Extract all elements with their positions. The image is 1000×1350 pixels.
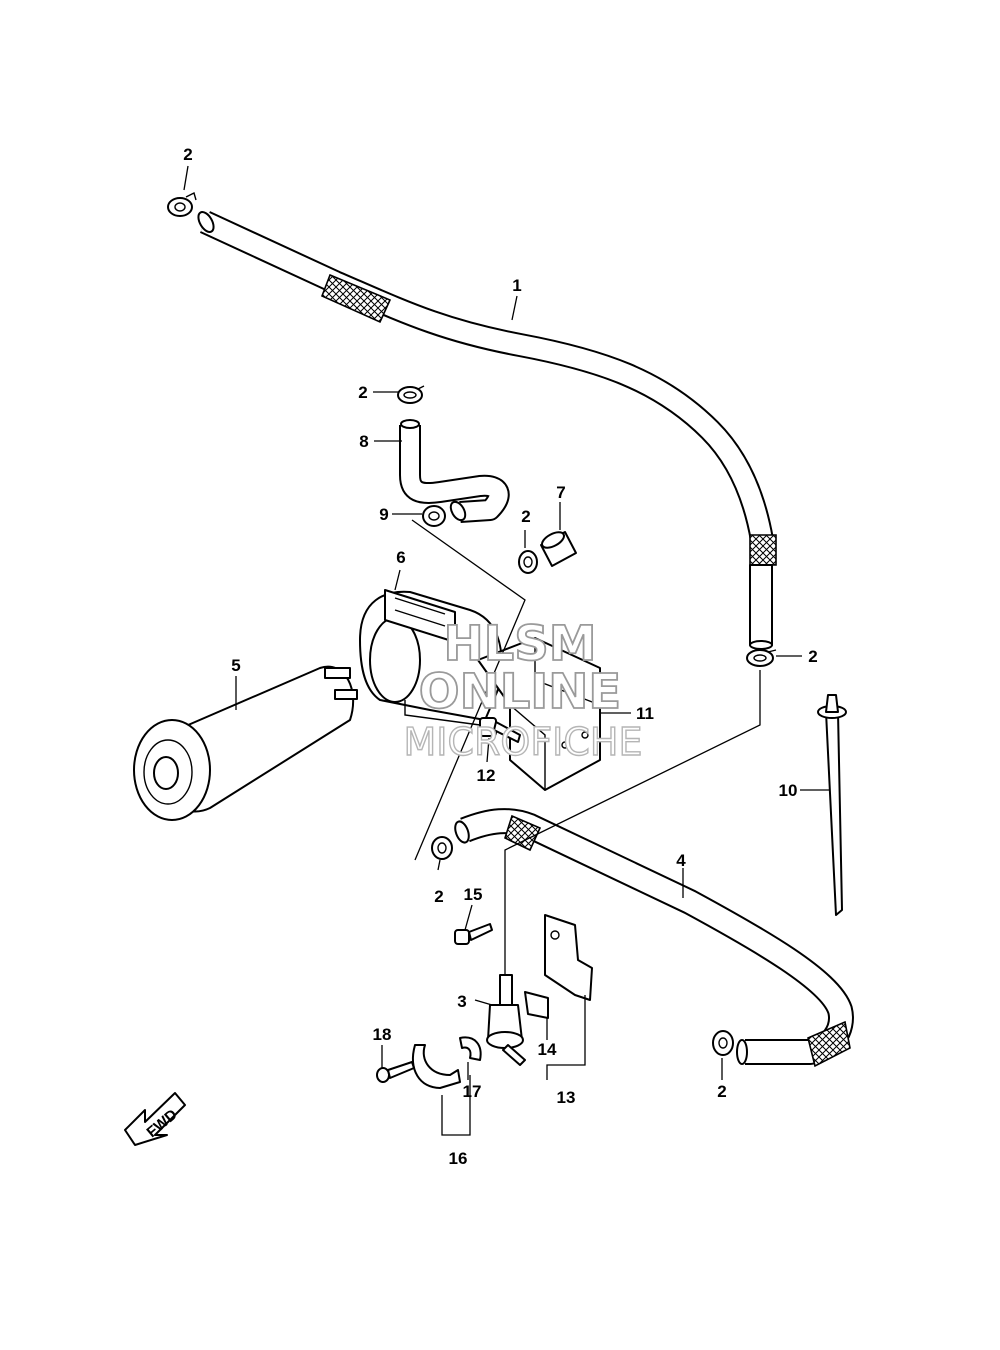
callout-8: 8 [359,432,368,451]
callout-2-top: 2 [183,145,192,164]
hose-clamp-part-9 [422,505,446,527]
callout-15: 15 [464,885,483,904]
callout-14: 14 [538,1040,557,1059]
cushion-part-17 [459,1036,482,1061]
fuel-hose-part-1 [197,211,777,650]
hose-clamp-part-2-top [167,191,197,217]
callout-1: 1 [512,276,521,295]
callout-2-lower: 2 [434,887,443,906]
callout-12: 12 [477,766,496,785]
bolt-part-12 [479,717,521,743]
callout-11: 11 [636,704,654,723]
fuel-pump-part-5 [133,665,358,821]
callout-17: 17 [463,1082,482,1101]
callout-16: 16 [449,1149,468,1168]
clamp-part-16 [412,1044,461,1089]
callout-10: 10 [779,781,798,800]
watermark-line-3: MICROFICHE [403,720,642,764]
callout-6: 6 [396,548,405,567]
screw-part-15 [454,923,493,945]
callout-2-right: 2 [808,647,817,666]
callout-13: 13 [557,1088,576,1107]
hose-clamp-part-2-mid [518,550,538,574]
fuel-hose-part-8 [399,419,510,523]
leader-lines [183,165,830,1136]
forward-arrow-icon: FWD [124,1092,186,1146]
pump-holder-part-6 [359,589,503,726]
clip-part-14 [524,991,549,1019]
hose-clamp-part-2-bottom [712,1030,734,1056]
bolt-part-18 [376,1061,415,1083]
callout-2-mid: 2 [521,507,530,526]
hose-clamp-part-2-hose8 [397,385,425,404]
callout-4: 4 [676,851,686,870]
callout-18: 18 [373,1025,392,1044]
fuel-hose-part-4 [454,808,854,1068]
callout-2-bottom: 2 [717,1082,726,1101]
callout-2-hose8: 2 [358,383,367,402]
callout-7: 7 [556,483,565,502]
fitting-part-3 [486,974,526,1066]
watermark: HLSM ONLINE MICROFICHE [403,615,643,765]
watermark-line-1: HLSM [443,616,596,672]
watermark-line-2: ONLINE [419,664,621,720]
callout-labels: 2 1 2 8 9 2 7 6 5 2 11 12 10 4 2 15 3 14… [183,145,817,1168]
sleeve-part-7 [540,531,577,567]
bracket-part-13 [544,914,593,1001]
hose-clamp-part-2-right [746,649,777,667]
hose-clamp-part-2-lower [431,836,453,860]
callout-9: 9 [379,505,388,524]
cable-tie-part-10 [817,694,847,916]
callout-3: 3 [457,992,466,1011]
callout-5: 5 [231,656,240,675]
bracket-part-11 [477,637,601,791]
